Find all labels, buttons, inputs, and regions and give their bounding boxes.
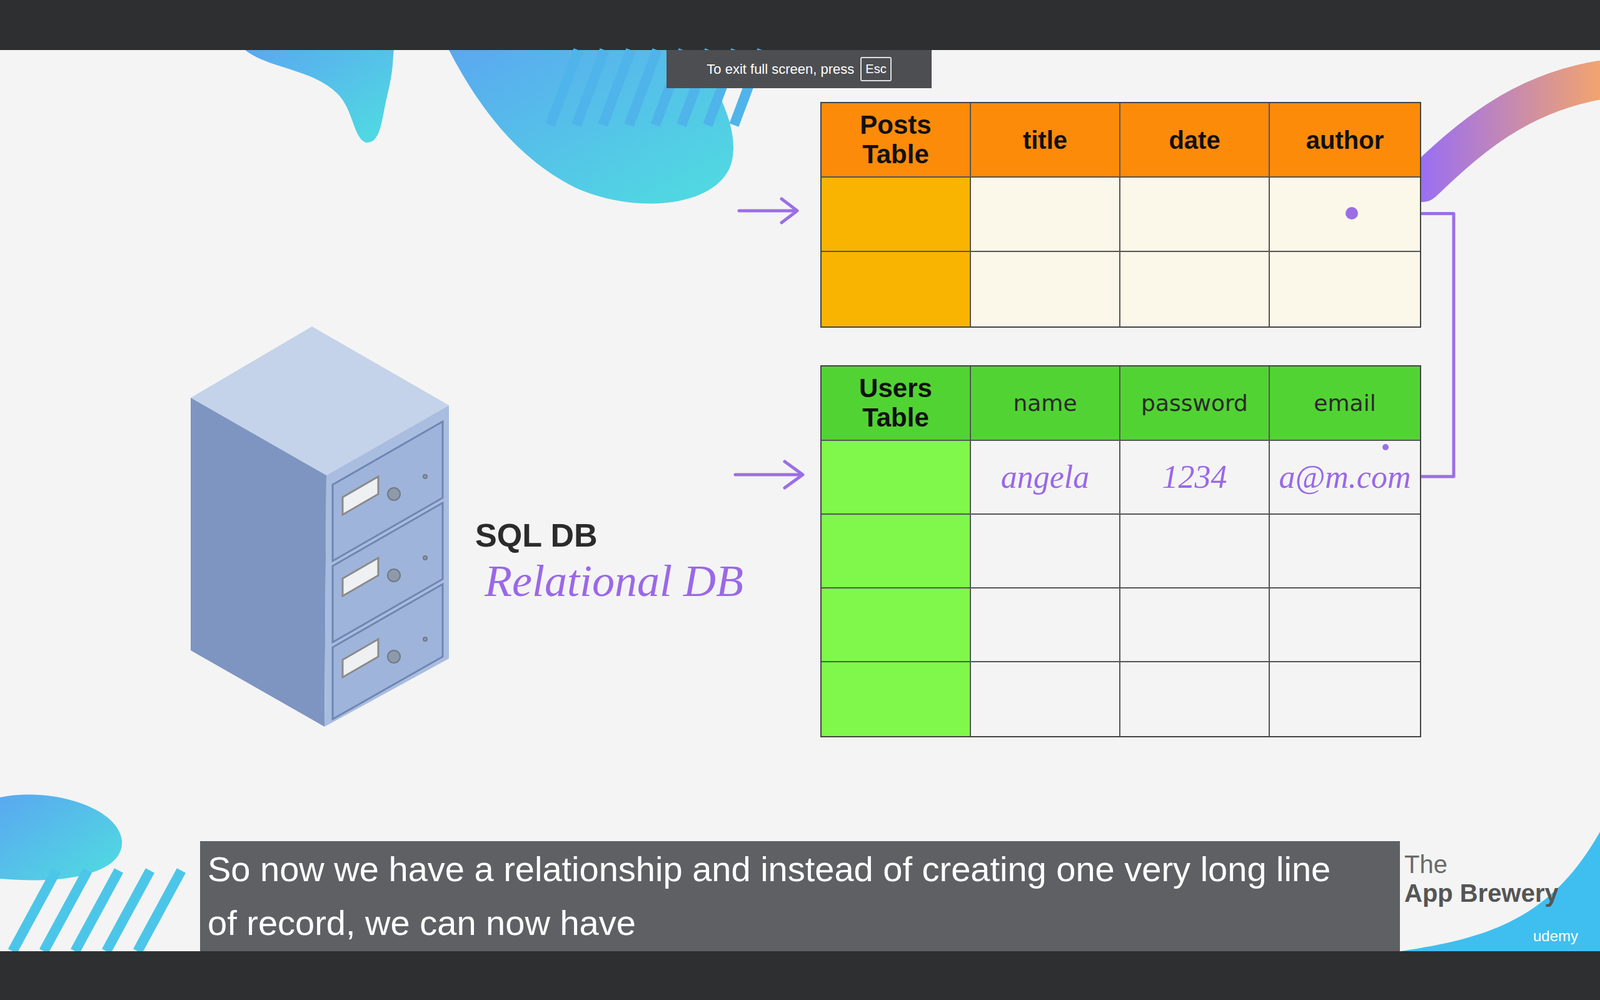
table-cell [971, 588, 1121, 663]
column-header: Users Table [827, 373, 964, 432]
table-box: Users Table name password email angela 1234 a@… [820, 365, 1422, 738]
table-cell [971, 177, 1121, 252]
table-cell [821, 440, 972, 515]
notice-text: To exit full screen, press [706, 61, 855, 78]
db-label: SQL DB [475, 517, 598, 554]
table-cell [821, 662, 972, 736]
subtitle-text: So now we have a relationship and instea… [207, 842, 1352, 950]
server-cabinet [190, 326, 449, 727]
table-cell [821, 588, 972, 663]
table-cell [1120, 251, 1270, 327]
handwritten-value: angela [1001, 458, 1090, 495]
column-header: date [1168, 126, 1220, 154]
connector [1421, 213, 1454, 478]
table-cell [1269, 251, 1420, 327]
table-cell [971, 514, 1121, 589]
table-cell: date [1120, 103, 1270, 178]
logo-text: The [1404, 850, 1448, 878]
table-cell [971, 251, 1121, 327]
table-cell [821, 177, 972, 252]
column-header: password [1141, 390, 1248, 416]
table-box: Posts Table title date author [820, 101, 1422, 328]
table-cell: title [971, 103, 1121, 178]
logo-text: App Brewery [1404, 879, 1559, 907]
column-header: name [1012, 390, 1077, 416]
table-cell: a@m.com [1269, 440, 1420, 515]
table-cell [1269, 662, 1420, 736]
handwritten-value: 1234 [1162, 458, 1228, 495]
link-dot [1345, 206, 1359, 220]
table-cell [1269, 177, 1420, 252]
column-header: title [1022, 126, 1068, 154]
column-header: author [1306, 126, 1384, 154]
handwritten-value: a@m.com [1278, 458, 1411, 495]
top-bar [0, 0, 1600, 51]
table-cell [821, 251, 972, 327]
table-cell [1120, 514, 1270, 589]
key-cap: Esc [860, 56, 891, 82]
table-cell [821, 514, 972, 589]
table-cell [1120, 588, 1270, 663]
table-cell: Posts Table [821, 103, 972, 178]
column-header: email [1313, 390, 1376, 416]
table-cell: email [1269, 366, 1420, 441]
table-cell: 1234 [1120, 440, 1270, 515]
table-cell [1120, 177, 1270, 252]
table-cell [1269, 514, 1420, 589]
table-cell [971, 662, 1121, 736]
table-cell: angela [971, 440, 1121, 515]
handwritten-note: Relational DB [484, 556, 744, 606]
table-cell: name [971, 366, 1121, 441]
table-cell [1269, 588, 1420, 663]
table-cell [1120, 662, 1270, 736]
subtitle-box: So now we have a relationship and instea… [200, 840, 1400, 951]
table-cell: author [1269, 103, 1420, 178]
ink-dot [1382, 443, 1389, 451]
column-header: Posts Table [827, 110, 964, 169]
fullscreen-notice: To exit full screen, press Esc [666, 50, 932, 89]
bottom-bar [0, 950, 1600, 1000]
table-cell: password [1120, 366, 1270, 441]
background-blobs [0, 50, 1600, 951]
watermark: udemy [1533, 927, 1579, 945]
table-cell: Users Table [821, 366, 972, 441]
